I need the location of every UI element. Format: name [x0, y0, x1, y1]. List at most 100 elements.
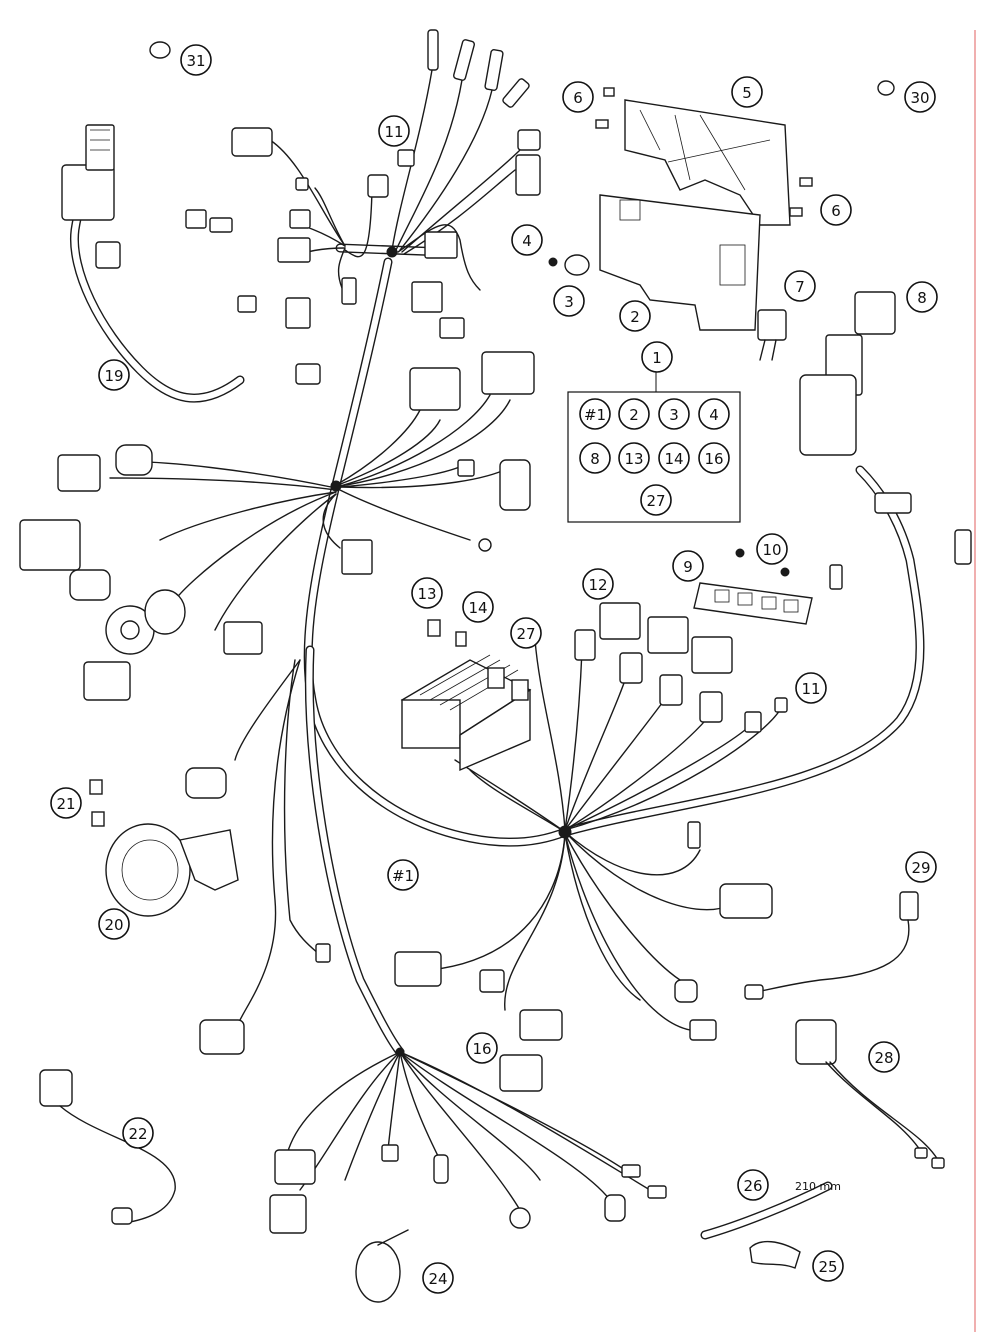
kit-item-circle: [618, 442, 650, 474]
dimension-label: 210 mm: [795, 1180, 841, 1193]
callout-circle: [466, 1032, 498, 1064]
kit-item-circle: [640, 484, 672, 516]
callout-c11a: 11: [378, 115, 410, 147]
callout-number: 6: [573, 89, 583, 107]
kit-item: 4: [698, 398, 730, 430]
callout-c16: 16: [466, 1032, 498, 1064]
kit-item: 14: [658, 442, 690, 474]
callout-c3: 3: [553, 285, 585, 317]
callout-c21: 21: [50, 787, 82, 819]
callout-circle: [868, 1041, 900, 1073]
callout-circle: [820, 194, 852, 226]
callout-circle: [641, 341, 673, 373]
kit-item: 3: [658, 398, 690, 430]
kit-item-circle: [658, 398, 690, 430]
callout-circle: [784, 270, 816, 302]
callout-c30: 30: [904, 81, 936, 113]
callout-circle: [122, 1117, 154, 1149]
callout-c24: 24: [422, 1262, 454, 1294]
callout-circle: [553, 285, 585, 317]
callout-c12: 12: [582, 568, 614, 600]
kit-item-circle: [618, 398, 650, 430]
callout-number: #1: [392, 867, 414, 885]
kit-item: 13: [618, 442, 650, 474]
callout-c28: 28: [868, 1041, 900, 1073]
kit-item-circle: [579, 398, 611, 430]
callout-number: 9: [683, 558, 693, 576]
callout-number: 12: [588, 576, 607, 594]
kit-item-number: 14: [664, 450, 683, 468]
callout-c11b: 11: [795, 672, 827, 704]
callout-number: 28: [874, 1049, 893, 1067]
callout-number: 5: [742, 84, 752, 102]
callout-number: 4: [522, 232, 532, 250]
callout-number: 10: [762, 541, 781, 559]
kit-item-number: 13: [624, 450, 643, 468]
callout-circle: [756, 533, 788, 565]
kit-item-number: 16: [704, 450, 723, 468]
callout-c1harness: #1: [387, 859, 419, 891]
kit-item-number: 3: [669, 406, 679, 424]
callout-number: 6: [831, 202, 841, 220]
kit-item: 27: [640, 484, 672, 516]
callout-circle: [387, 859, 419, 891]
callout-circle: [411, 577, 443, 609]
callout-number: 25: [818, 1258, 837, 1276]
callout-c26: 26: [737, 1169, 769, 1201]
bracket-2: [599, 194, 761, 331]
callout-number: 3: [564, 293, 574, 311]
callout-number: 13: [417, 585, 436, 603]
callout-number: 16: [472, 1040, 491, 1058]
callout-number: 29: [911, 859, 930, 877]
callout-circle: [378, 115, 410, 147]
callout-circle: [562, 81, 594, 113]
callout-circle: [462, 591, 494, 623]
callout-number: 19: [104, 367, 123, 385]
kit-item: 16: [698, 442, 730, 474]
callout-number: 31: [186, 52, 205, 70]
callout-c1: 1: [641, 341, 673, 373]
callout-circle: [619, 300, 651, 332]
callout-circle: [180, 44, 212, 76]
kit-items: #1 2 3 4 8 13 14 16 27: [579, 398, 730, 516]
callout-circle: [672, 550, 704, 582]
kit-item-circle: [698, 398, 730, 430]
callout-c5: 5: [731, 76, 763, 108]
callout-number: 8: [917, 289, 927, 307]
callout-circle: [906, 281, 938, 313]
kit-item-number: 4: [709, 406, 719, 424]
callout-number: 30: [910, 89, 929, 107]
callout-circle: [50, 787, 82, 819]
callout-circle: [737, 1169, 769, 1201]
callout-c4: 4: [511, 224, 543, 256]
callout-number: 22: [128, 1125, 147, 1143]
callout-c27: 27: [510, 617, 542, 649]
callout-c29: 29: [905, 851, 937, 883]
callout-number: 7: [795, 278, 805, 296]
callout-c25: 25: [812, 1250, 844, 1282]
callout-circle: [905, 851, 937, 883]
callout-c6b: 6: [820, 194, 852, 226]
callout-c8: 8: [906, 281, 938, 313]
kit-item-number: 8: [590, 450, 600, 468]
callout-c6a: 6: [562, 81, 594, 113]
callout-number: 27: [516, 625, 535, 643]
callout-c10: 10: [756, 533, 788, 565]
callout-circle: [422, 1262, 454, 1294]
callout-number: 20: [104, 916, 123, 934]
callout-circle: [904, 81, 936, 113]
callout-c13: 13: [411, 577, 443, 609]
callout-c9: 9: [672, 550, 704, 582]
callout-circle: [510, 617, 542, 649]
kit-item: #1: [579, 398, 611, 430]
callout-number: 24: [428, 1270, 447, 1288]
kit-item-number: 2: [629, 406, 639, 424]
callout-number: 11: [801, 680, 820, 698]
connectors: [19, 29, 972, 1303]
kit-item-circle: [698, 442, 730, 474]
callout-circle: [511, 224, 543, 256]
callout-c19: 19: [98, 359, 130, 391]
callout-number: 26: [743, 1177, 762, 1195]
